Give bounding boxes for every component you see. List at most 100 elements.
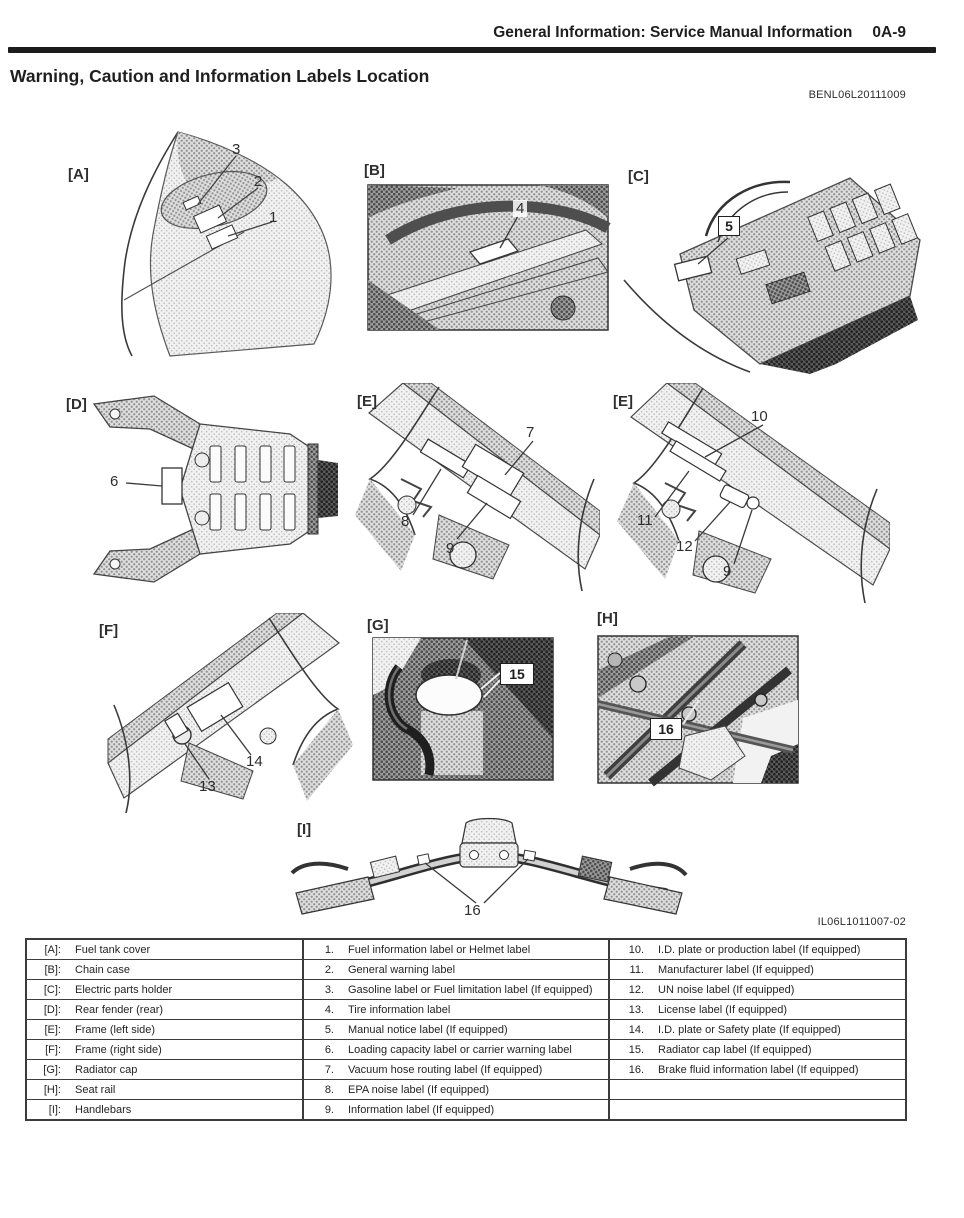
label-name: Tire information label bbox=[339, 999, 609, 1020]
location-key: [C]: bbox=[26, 979, 66, 1000]
figure-ref-code: IL06L1011007-02 bbox=[817, 916, 906, 928]
frame-left-illustration-2 bbox=[617, 383, 890, 604]
callout-2: 2 bbox=[254, 173, 263, 190]
electric-parts-holder-illustration bbox=[623, 177, 921, 374]
callout-3: 3 bbox=[232, 141, 241, 158]
callout-7: 7 bbox=[526, 424, 535, 441]
label-name: License label (If equipped) bbox=[649, 999, 906, 1020]
location-key: [B]: bbox=[26, 959, 66, 980]
legend-table: [A]: Fuel tank cover 1. Fuel information… bbox=[25, 938, 907, 1121]
doc-ref-code: BENL06L20111009 bbox=[808, 89, 906, 101]
callout-13: 13 bbox=[199, 778, 216, 795]
frame-left-illustration bbox=[355, 383, 600, 592]
label-number: 13. bbox=[608, 999, 649, 1020]
label-number: 4. bbox=[302, 999, 339, 1020]
label-number: 8. bbox=[302, 1079, 339, 1100]
figure-a-tag: [A] bbox=[68, 166, 89, 183]
label-number: 6. bbox=[302, 1039, 339, 1060]
location-key: [F]: bbox=[26, 1039, 66, 1060]
figure-i-handlebars: [I] 16 bbox=[288, 813, 690, 930]
callout-4: 4 bbox=[513, 200, 528, 217]
figure-b-chain-case: [B] 4 bbox=[358, 158, 616, 336]
table-row: [I]: Handlebars 9. Information label (If… bbox=[26, 1099, 906, 1121]
handlebars-illustration bbox=[290, 817, 688, 915]
figure-f-tag: [F] bbox=[99, 622, 119, 639]
location-key: [H]: bbox=[26, 1079, 66, 1100]
callout-16-handlebars: 16 bbox=[464, 902, 481, 919]
callout-10: 10 bbox=[751, 408, 768, 425]
location-name: Chain case bbox=[66, 959, 303, 980]
location-key: [E]: bbox=[26, 1019, 66, 1040]
callout-6: 6 bbox=[110, 473, 119, 490]
label-number: 11. bbox=[608, 959, 649, 980]
table-row: [B]: Chain case 2. General warning label… bbox=[26, 959, 906, 980]
callout-15: 15 bbox=[500, 663, 534, 685]
header-rule bbox=[8, 47, 936, 53]
location-name: Handlebars bbox=[66, 1099, 303, 1121]
location-name: Frame (right side) bbox=[66, 1039, 303, 1060]
figure-h-seat-rail: [H] 16 bbox=[593, 608, 810, 795]
label-number: 7. bbox=[302, 1059, 339, 1080]
label-number: 9. bbox=[302, 1099, 339, 1121]
frame-right-illustration bbox=[107, 613, 353, 814]
label-name bbox=[649, 1079, 906, 1100]
label-name: Vacuum hose routing label (If equipped) bbox=[339, 1059, 609, 1080]
figure-b-tag: [B] bbox=[364, 162, 385, 179]
figure-c-electric-parts-holder: [C] 5 bbox=[618, 158, 948, 378]
label-number bbox=[608, 1079, 649, 1100]
location-name: Electric parts holder bbox=[66, 979, 303, 1000]
figure-a-fuel-tank-cover: [A] 3 2 1 bbox=[58, 122, 350, 360]
location-key: [I]: bbox=[26, 1099, 66, 1121]
callout-14: 14 bbox=[246, 753, 263, 770]
location-key: [A]: bbox=[26, 938, 66, 960]
label-name: Fuel information label or Helmet label bbox=[339, 938, 609, 960]
location-name: Seat rail bbox=[66, 1079, 303, 1100]
callout-12: 12 bbox=[676, 538, 693, 555]
callout-5: 5 bbox=[718, 216, 740, 236]
label-name: Information label (If equipped) bbox=[339, 1099, 609, 1121]
label-number: 15. bbox=[608, 1039, 649, 1060]
label-number: 14. bbox=[608, 1019, 649, 1040]
label-number: 12. bbox=[608, 979, 649, 1000]
table-row: [D]: Rear fender (rear) 4. Tire informat… bbox=[26, 999, 906, 1020]
callout-1: 1 bbox=[269, 209, 278, 226]
label-number bbox=[608, 1099, 649, 1121]
label-name: UN noise label (If equipped) bbox=[649, 979, 906, 1000]
seat-rail-illustration bbox=[597, 635, 799, 787]
label-number: 10. bbox=[608, 938, 649, 960]
table-row: [G]: Radiator cap 7. Vacuum hose routing… bbox=[26, 1059, 906, 1080]
fuel-tank-cover-illustration bbox=[121, 131, 332, 357]
callout-16: 16 bbox=[650, 718, 682, 740]
figure-g-tag: [G] bbox=[367, 617, 389, 634]
header-section-title: General Information: Service Manual Info… bbox=[493, 24, 853, 41]
label-name: Loading capacity label or carrier warnin… bbox=[339, 1039, 609, 1060]
location-name: Radiator cap bbox=[66, 1059, 303, 1080]
table-row: [E]: Frame (left side) 5. Manual notice … bbox=[26, 1019, 906, 1040]
callout-9b: 9 bbox=[723, 563, 732, 580]
figure-d-tag: [D] bbox=[66, 396, 87, 413]
figure-e1-tag: [E] bbox=[357, 393, 377, 410]
label-name: General warning label bbox=[339, 959, 609, 980]
location-name: Fuel tank cover bbox=[66, 938, 303, 960]
label-name: Brake fluid information label (If equipp… bbox=[649, 1059, 906, 1080]
table-row: [F]: Frame (right side) 6. Loading capac… bbox=[26, 1039, 906, 1060]
callout-9: 9 bbox=[446, 540, 455, 557]
figure-i-tag: [I] bbox=[297, 821, 312, 838]
label-name: I.D. plate or production label (If equip… bbox=[649, 938, 906, 960]
label-name bbox=[649, 1099, 906, 1121]
label-number: 1. bbox=[302, 938, 339, 960]
figure-c-tag: [C] bbox=[628, 168, 649, 185]
table-row: [H]: Seat rail 8. EPA noise label (If eq… bbox=[26, 1079, 906, 1100]
callout-11: 11 bbox=[637, 512, 653, 529]
label-name: I.D. plate or Safety plate (If equipped) bbox=[649, 1019, 906, 1040]
label-name: Gasoline label or Fuel limitation label … bbox=[339, 979, 609, 1000]
location-key: [D]: bbox=[26, 999, 66, 1020]
label-name: Radiator cap label (If equipped) bbox=[649, 1039, 906, 1060]
figure-h-tag: [H] bbox=[597, 610, 618, 627]
figure-e2-frame-left: [E] 10 11 12 9 bbox=[603, 383, 890, 610]
radiator-cap-illustration bbox=[372, 637, 554, 781]
label-number: 5. bbox=[302, 1019, 339, 1040]
page-header: General Information: Service Manual Info… bbox=[493, 24, 906, 42]
label-number: 2. bbox=[302, 959, 339, 980]
